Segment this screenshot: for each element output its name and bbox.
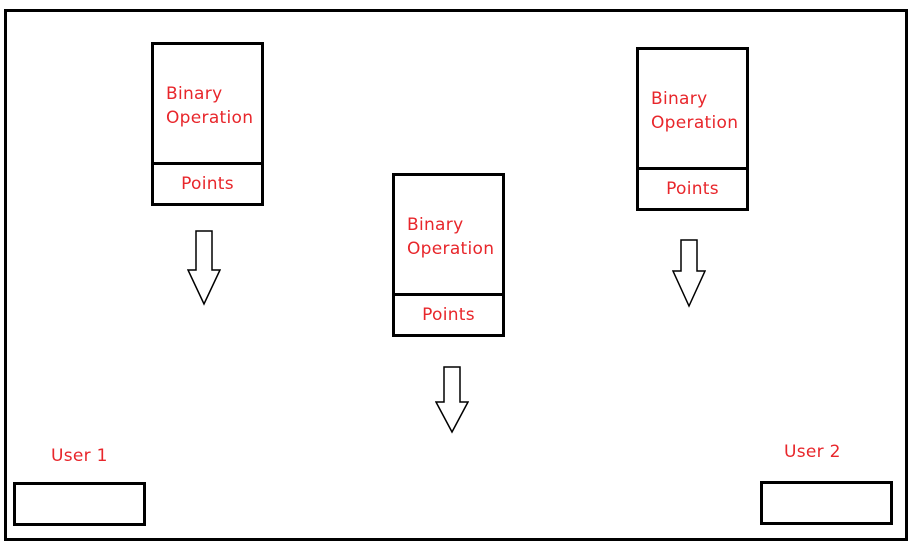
down-arrow-icon xyxy=(435,366,469,434)
operation-area: Binary Operation xyxy=(395,176,502,296)
operation-text-line2: Operation xyxy=(651,113,739,133)
operation-text-line2: Operation xyxy=(166,108,254,128)
points-label: Points xyxy=(181,174,234,194)
operation-text-line2: Operation xyxy=(407,239,495,259)
down-arrow-icon xyxy=(187,230,221,306)
game-area xyxy=(4,9,908,541)
down-arrow-icon xyxy=(672,239,706,308)
user-2-box[interactable] xyxy=(760,481,893,525)
user-1-label: User 1 xyxy=(51,446,108,466)
operation-area: Binary Operation xyxy=(639,50,746,170)
points-label: Points xyxy=(666,179,719,199)
falling-block-2[interactable]: Binary Operation Points xyxy=(392,173,505,337)
falling-block-3[interactable]: Binary Operation Points xyxy=(636,47,749,211)
falling-block-1[interactable]: Binary Operation Points xyxy=(151,42,264,206)
operation-text-line1: Binary xyxy=(407,215,464,235)
user-2-label: User 2 xyxy=(784,442,841,462)
operation-text-line1: Binary xyxy=(166,84,223,104)
user-1-box[interactable] xyxy=(13,482,146,526)
operation-area: Binary Operation xyxy=(154,45,261,165)
points-label: Points xyxy=(422,305,475,325)
operation-text-line1: Binary xyxy=(651,89,708,109)
